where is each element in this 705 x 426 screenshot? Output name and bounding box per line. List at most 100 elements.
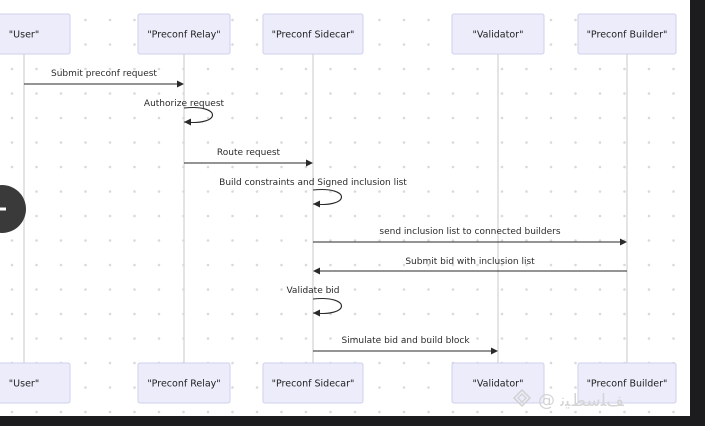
- grid-dot: [378, 263, 381, 267]
- grid-dot: [231, 312, 234, 316]
- grid-dot: [549, 361, 553, 365]
- grid-dot: [476, 410, 479, 414]
- grid-dot: [647, 239, 651, 242]
- lifelines: [23, 54, 628, 363]
- grid-dot: [59, 67, 63, 71]
- participant-box: [577, 362, 677, 404]
- grid-dot: [255, 165, 259, 169]
- grid-dot: [133, 165, 136, 169]
- grid-dot: [84, 312, 87, 316]
- grid-dot: [574, 116, 577, 120]
- grid-dot: [598, 214, 602, 218]
- side-control-circle[interactable]: [0, 185, 26, 233]
- grid-dot: [84, 18, 87, 22]
- grid-dot: [647, 92, 651, 95]
- grid-dot: [304, 288, 308, 291]
- participant-box: [451, 362, 545, 404]
- grid-dot: [574, 312, 577, 316]
- grid-dot: [427, 165, 430, 169]
- arrowhead: [313, 267, 320, 275]
- grid-dot: [427, 141, 430, 144]
- participant-label: "User": [9, 30, 39, 41]
- grid-dot: [672, 67, 675, 71]
- participant-sidecar-bottom: "Preconf Sidecar": [262, 362, 364, 404]
- participant-label: "Validator": [473, 30, 524, 41]
- grid-dot: [574, 239, 577, 242]
- grid-dot: [304, 116, 308, 120]
- grid-dot: [598, 141, 602, 144]
- message-4: Build constraints and Signed inclusion l…: [219, 178, 407, 208]
- grid-dot: [476, 116, 479, 120]
- grid-dot: [500, 214, 504, 218]
- grid-dot: [329, 239, 332, 242]
- grid-dot: [255, 386, 259, 389]
- grid-dot: [574, 263, 577, 267]
- grid-dot: [10, 410, 14, 414]
- grid-dot: [476, 337, 479, 340]
- grid-dot: [157, 92, 161, 95]
- grid-dot: [525, 337, 528, 340]
- grid-dot: [84, 361, 87, 365]
- grid-dot: [672, 312, 675, 316]
- grid-dot: [378, 67, 381, 71]
- grid-dot: [329, 92, 332, 95]
- grid-dot: [59, 116, 63, 120]
- grid-dot: [623, 165, 626, 169]
- grid-dot: [133, 67, 136, 71]
- grid-dot: [574, 67, 577, 71]
- grid-dot: [59, 92, 63, 95]
- diamond-logo-icon: [513, 389, 531, 407]
- grid-dot: [206, 263, 210, 267]
- participant-relay-bottom: "Preconf Relay": [137, 362, 231, 404]
- grid-dot: [35, 92, 38, 95]
- grid-dot: [451, 312, 455, 316]
- grid-dot: [231, 214, 234, 218]
- grid-dot: [231, 141, 234, 144]
- grid-dot: [623, 116, 626, 120]
- grid-dot: [378, 43, 381, 46]
- grid-dot: [598, 337, 602, 340]
- grid-dot: [10, 312, 14, 316]
- grid-dot: [133, 239, 136, 242]
- message-3: Route request: [184, 148, 313, 167]
- side-control-button[interactable]: [0, 185, 26, 233]
- grid-dot: [280, 410, 283, 414]
- grid-dot: [402, 410, 406, 414]
- grid-dot: [574, 214, 577, 218]
- grid-dot: [598, 67, 602, 71]
- grid-dot: [108, 18, 112, 22]
- grid-dot: [427, 386, 430, 389]
- grid-dot: [304, 410, 308, 414]
- grid-dot: [84, 410, 87, 414]
- grid-dot: [623, 263, 626, 267]
- watermark-text: @ ﻒﻠﺳﻂﻴﻧ: [538, 391, 624, 411]
- grid-dot: [672, 141, 675, 144]
- grid-dot: [402, 165, 406, 169]
- grid-dot: [378, 214, 381, 218]
- participant-box: [0, 13, 71, 55]
- grid-dot: [549, 190, 553, 193]
- participant-label: "Validator": [473, 379, 524, 390]
- grid-dot: [108, 386, 112, 389]
- participant-box: [577, 13, 677, 55]
- participant-builder-top: "Preconf Builder": [577, 13, 677, 55]
- grid-dot: [353, 165, 357, 169]
- participant-label: "User": [9, 379, 39, 390]
- grid-dot: [133, 92, 136, 95]
- grid-dot: [623, 141, 626, 144]
- grid-dot: [133, 288, 136, 291]
- grid-dot: [206, 67, 210, 71]
- grid-dot: [402, 386, 406, 389]
- participant-label: "Preconf Relay": [147, 379, 220, 390]
- participant-validator-bottom: "Validator": [451, 362, 545, 404]
- grid-dot: [525, 67, 528, 71]
- grid-dot: [231, 288, 234, 291]
- grid-dot: [59, 141, 63, 144]
- grid-dot: [133, 312, 136, 316]
- grid-dot: [304, 263, 308, 267]
- grid-dot: [255, 67, 259, 71]
- grid-dot: [35, 263, 38, 267]
- grid-dot: [451, 263, 455, 267]
- grid-dot: [329, 214, 332, 218]
- grid-dot: [476, 288, 479, 291]
